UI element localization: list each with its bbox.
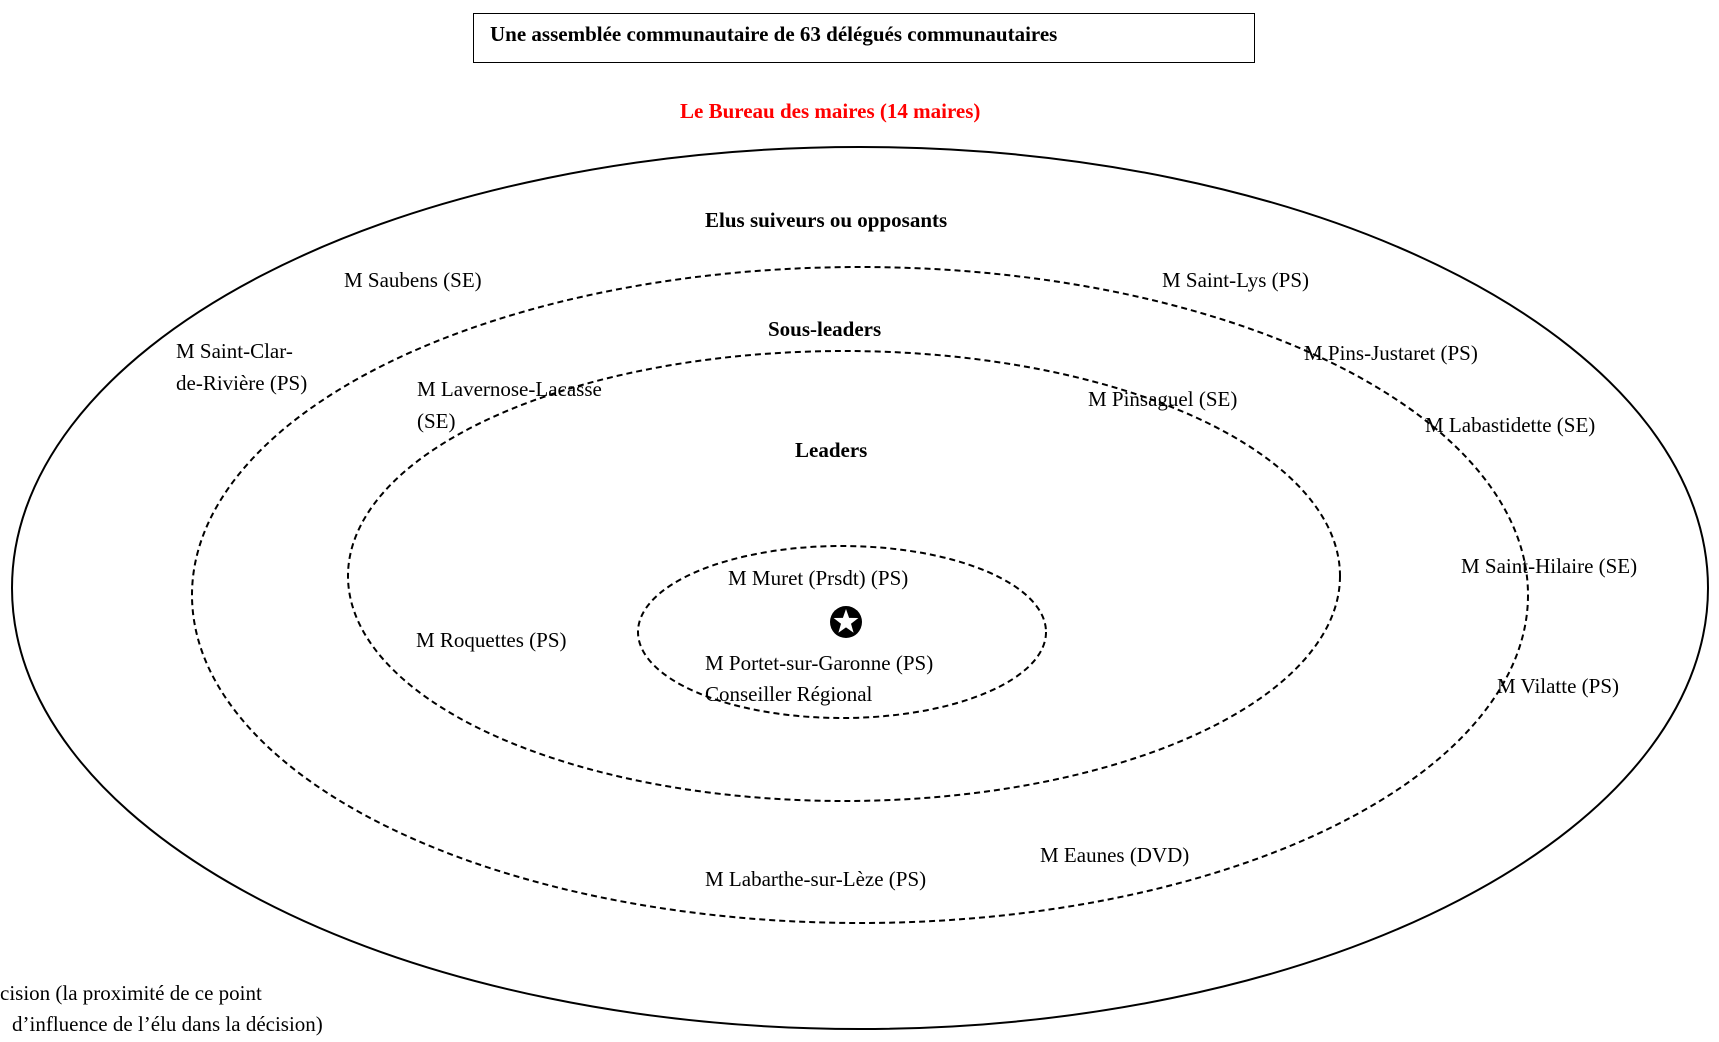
core-ring (637, 545, 1047, 719)
member-saubens: M Saubens (SE) (344, 268, 482, 292)
middle-ring (191, 266, 1529, 924)
member-saint-hilaire: M Saint-Hilaire (SE) (1461, 554, 1638, 578)
member-conseiller: Conseiller Régional (705, 682, 873, 706)
footnote-line1: cision (la proximité de ce point (0, 981, 262, 1005)
star-icon (830, 606, 862, 638)
member-roquettes: M Roquettes (PS) (416, 628, 567, 652)
member-saint-clar-line1: M Saint-Clar- (176, 339, 293, 363)
ring-label-middle: Sous-leaders (768, 317, 882, 341)
member-labastidette: M Labastidette (SE) (1425, 413, 1596, 437)
member-labarthe: M Labarthe-sur-Lèze (PS) (705, 867, 927, 891)
member-saint-clar-line2: de-Rivière (PS) (176, 371, 308, 395)
member-portet: M Portet-sur-Garonne (PS) (705, 651, 934, 675)
member-vilatte: M Vilatte (PS) (1497, 674, 1620, 698)
member-muret: M Muret (Prsdt) (PS) (728, 566, 909, 590)
member-lavernose-line1: M Lavernose-Lacasse (417, 377, 602, 401)
ring-label-outer: Elus suiveurs ou opposants (705, 208, 948, 232)
member-pins-justaret: M Pins-Justaret (PS) (1304, 341, 1478, 365)
title-box: Une assemblée communautaire de 63 délégu… (473, 13, 1255, 63)
footnote-line2: d’influence de l’élu dans la décision) (12, 1012, 323, 1036)
member-lavernose-line2: (SE) (417, 409, 456, 433)
bureau-label: Le Bureau des maires (14 maires) (680, 99, 981, 123)
member-eaunes: M Eaunes (DVD) (1040, 843, 1190, 867)
member-pinsaguel: M Pinsaguel (SE) (1088, 387, 1238, 411)
member-saint-lys: M Saint-Lys (PS) (1162, 268, 1310, 292)
ring-label-inner: Leaders (795, 438, 868, 462)
inner-ring (347, 350, 1341, 802)
outer-ring (11, 146, 1709, 1030)
